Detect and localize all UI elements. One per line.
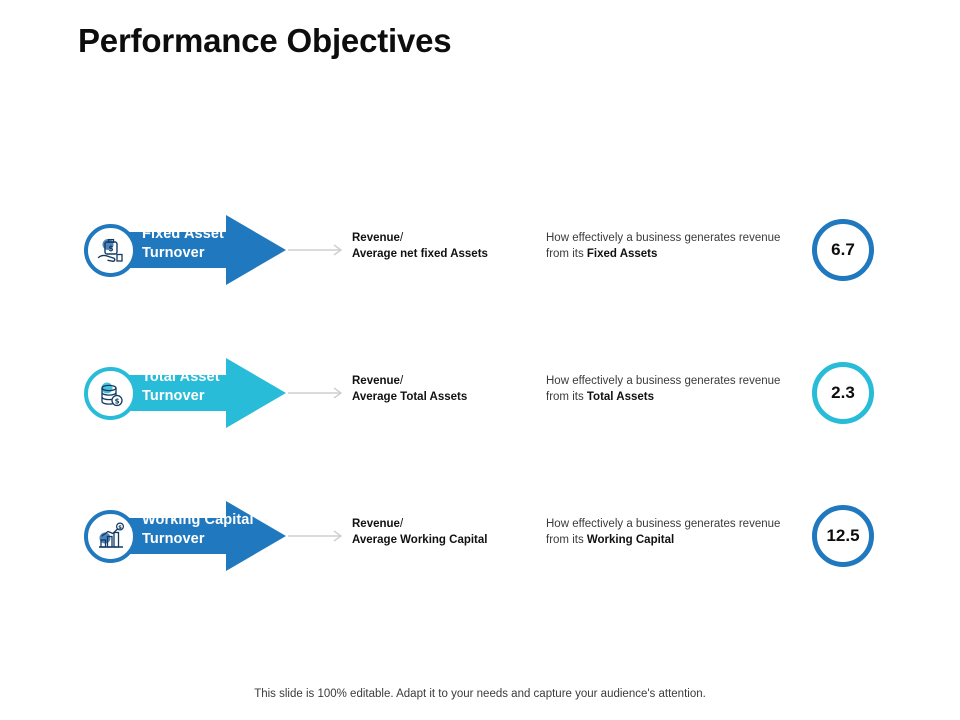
value-badge: 2.3 xyxy=(812,362,874,424)
arrow-label-line1: Working Capital xyxy=(142,512,254,528)
page-title: Performance Objectives xyxy=(78,22,452,59)
arrow-banner[interactable] xyxy=(108,205,290,295)
formula-slash: / xyxy=(399,518,404,530)
objective-row: $ Total Asset Turnover Revenue/ Average … xyxy=(0,338,960,448)
arrow-label-line1: Total Asset xyxy=(142,369,220,385)
objective-row: $ Fixed Asset Turnover Revenue/ Average … xyxy=(0,195,960,305)
arrow-label-line2: Turnover xyxy=(142,245,205,261)
description-prefix: How effectively a business generates rev… xyxy=(546,232,781,260)
formula-text: Revenue/ Average net fixed Assets xyxy=(352,230,537,262)
connector-arrow-icon xyxy=(288,387,343,399)
description-text: How effectively a business generates rev… xyxy=(546,373,796,405)
formula-numerator: Revenue xyxy=(352,232,400,244)
arrow-banner[interactable] xyxy=(108,348,290,438)
arrow-label: Fixed Asset Turnover xyxy=(142,225,282,263)
formula-denominator: Average net fixed Assets xyxy=(352,248,488,260)
hand-holding-money-icon: $ xyxy=(84,224,137,277)
formula-text: Revenue/ Average Total Assets xyxy=(352,373,537,405)
formula-numerator: Revenue xyxy=(352,375,400,387)
arrow-shape xyxy=(108,501,286,571)
svg-text:$: $ xyxy=(114,397,119,405)
value-badge: 12.5 xyxy=(812,505,874,567)
arrow-shape xyxy=(108,215,286,285)
description-prefix: How effectively a business generates rev… xyxy=(546,518,781,546)
arrow-label-line2: Turnover xyxy=(142,388,205,404)
bar-chart-growth-icon: $ xyxy=(84,510,137,563)
arrow-label-line1: Fixed Asset xyxy=(142,226,224,242)
formula-denominator: Average Total Assets xyxy=(352,391,468,403)
formula-slash: / xyxy=(399,232,404,244)
description-emphasis: Fixed Assets xyxy=(586,248,658,260)
arrow-label: Working Capital Turnover xyxy=(142,511,282,549)
connector-arrow-icon xyxy=(288,530,343,542)
svg-text:$: $ xyxy=(108,244,113,253)
arrow-label-line2: Turnover xyxy=(142,531,205,547)
formula-numerator: Revenue xyxy=(352,518,400,530)
formula-text: Revenue/ Average Working Capital xyxy=(352,516,537,548)
arrow-banner[interactable] xyxy=(108,491,290,581)
coins-stack-icon: $ xyxy=(84,367,137,420)
value-badge: 6.7 xyxy=(812,219,874,281)
description-text: How effectively a business generates rev… xyxy=(546,516,796,548)
objective-row: $ Working Capital Turnover Revenue/ Aver… xyxy=(0,481,960,591)
description-emphasis: Working Capital xyxy=(586,534,675,546)
svg-text:$: $ xyxy=(118,525,122,531)
formula-denominator: Average Working Capital xyxy=(352,534,488,546)
description-emphasis: Total Assets xyxy=(586,391,654,403)
description-prefix: How effectively a business generates rev… xyxy=(546,375,781,403)
description-text: How effectively a business generates rev… xyxy=(546,230,796,262)
arrow-label: Total Asset Turnover xyxy=(142,368,282,406)
connector-arrow-icon xyxy=(288,244,343,256)
formula-slash: / xyxy=(399,375,404,387)
arrow-shape xyxy=(108,358,286,428)
slide-footer-note: This slide is 100% editable. Adapt it to… xyxy=(254,688,706,700)
